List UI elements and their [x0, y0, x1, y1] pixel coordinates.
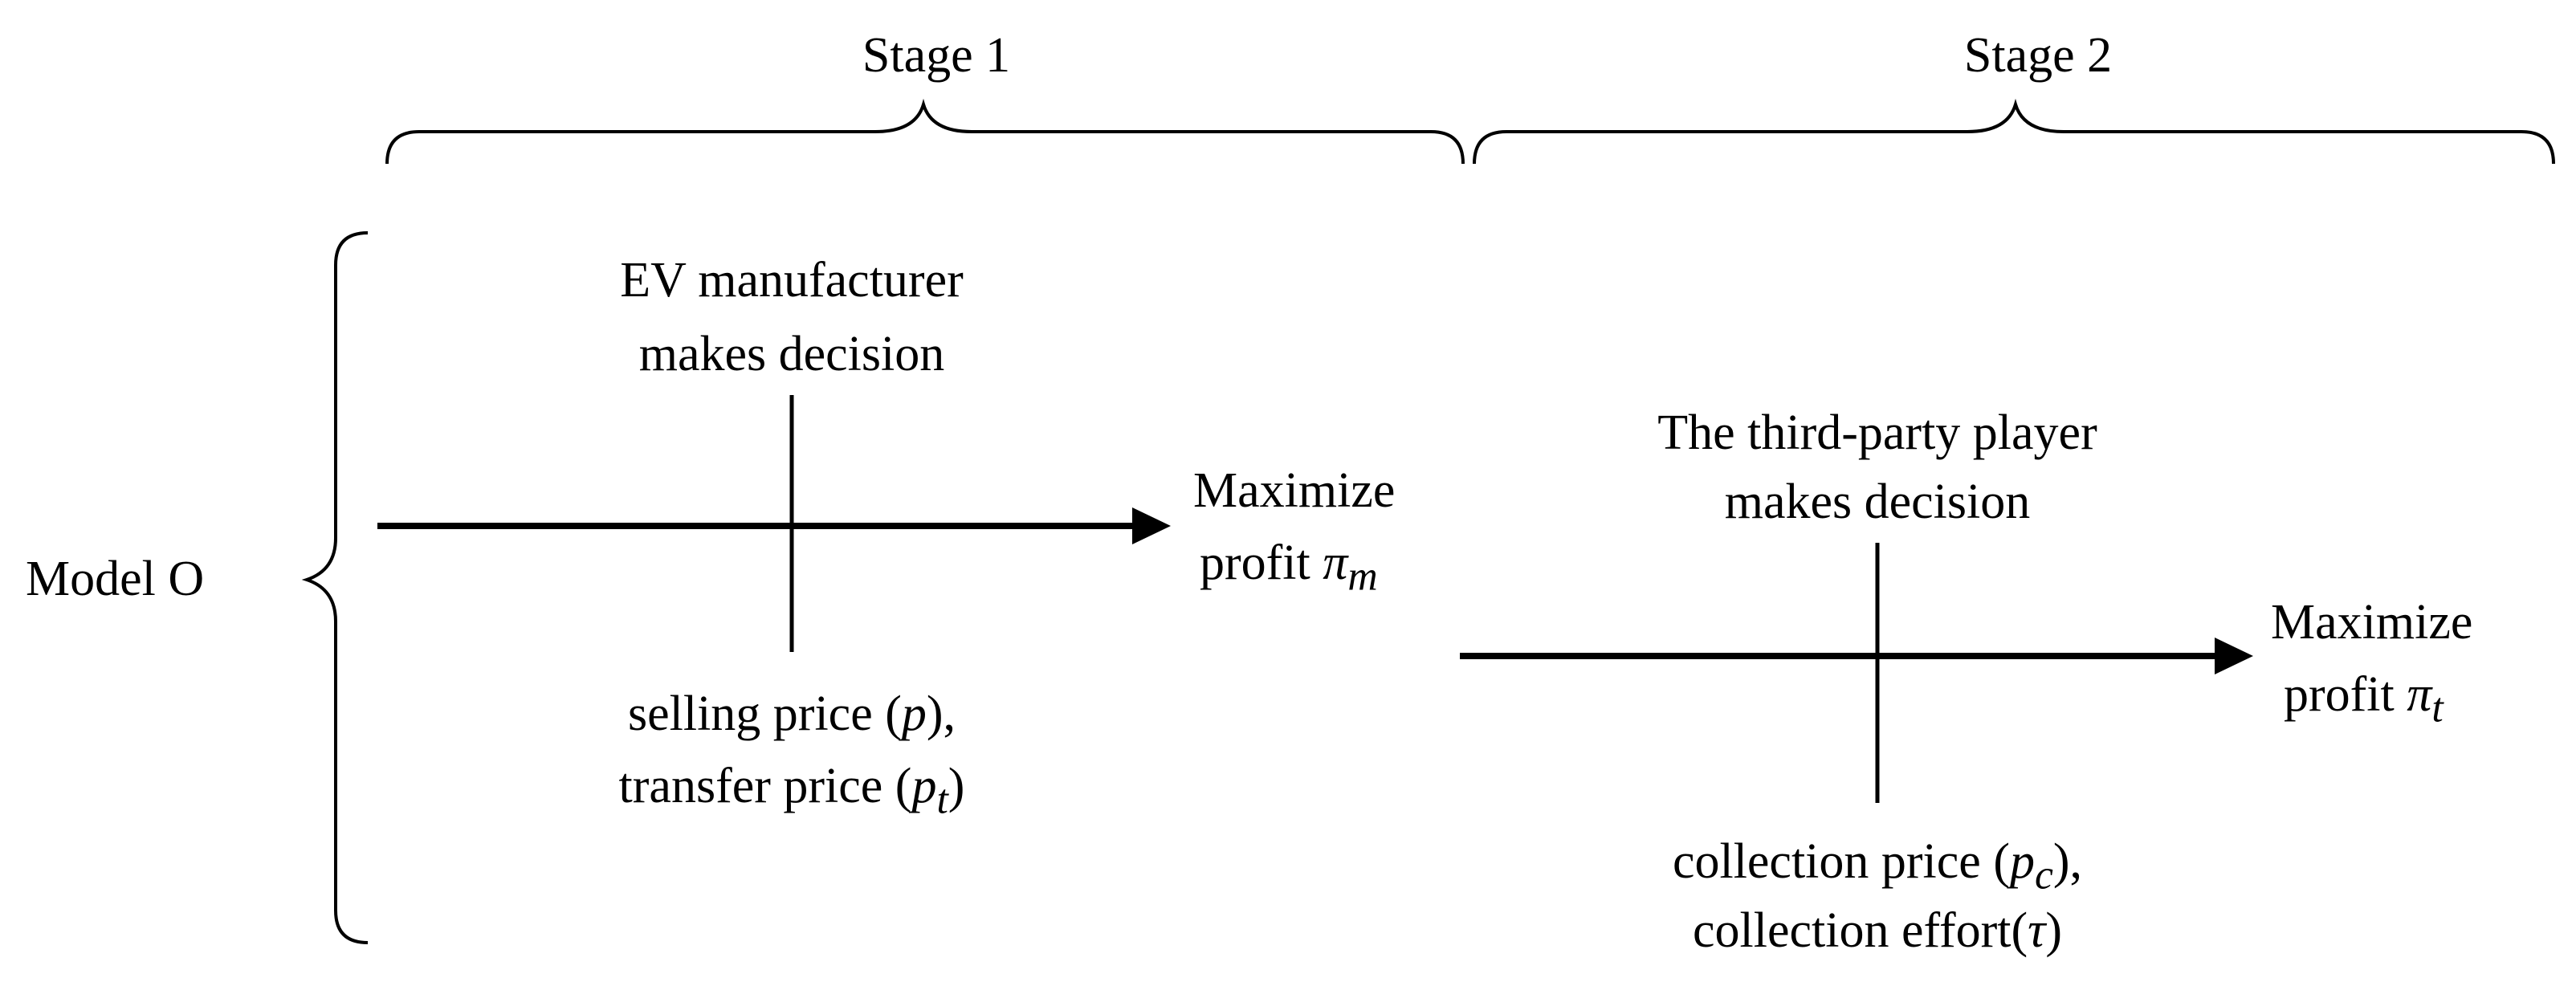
manufacturer-decision-line2: makes decision — [638, 327, 945, 381]
manufacturer-outcome-line2: profit πm — [1200, 536, 1378, 600]
stage1-arrowhead — [1132, 507, 1171, 544]
third-party-outcome-line1: Maximize — [2271, 595, 2473, 650]
third-party-variable-collection-effort: collection effort(τ) — [1692, 903, 2063, 958]
manufacturer-decision-line1: EV manufacturer — [620, 253, 964, 308]
manufacturer-variable-transfer-price: transfer price (pt) — [618, 759, 965, 823]
third-party-decision-line2: makes decision — [1724, 475, 2031, 529]
stage2-brace — [1473, 98, 2555, 165]
third-party-outcome-line2: profit πt — [2284, 667, 2444, 731]
model-brace — [301, 231, 369, 944]
manufacturer-variable-selling-price: selling price (p), — [627, 687, 956, 741]
stage2-label: Stage 2 — [1963, 28, 2113, 83]
model-label: Model O — [26, 552, 205, 606]
stage1-brace — [385, 98, 1465, 165]
third-party-variable-collection-price: collection price (pc), — [1672, 834, 2083, 898]
third-party-decision-line1: The third-party player — [1657, 405, 2097, 460]
stage2-arrowhead — [2215, 638, 2253, 674]
stage1-label: Stage 1 — [862, 28, 1011, 83]
manufacturer-outcome-line1: Maximize — [1193, 463, 1396, 518]
